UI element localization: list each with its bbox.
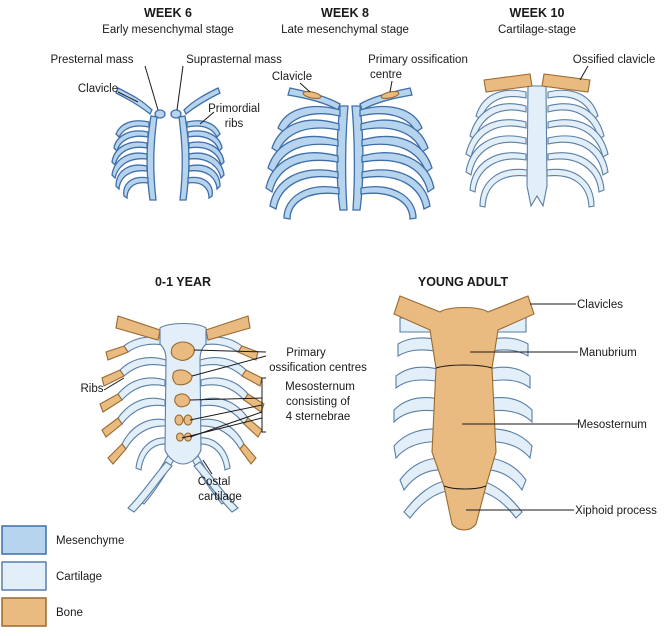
mesosternum-label-line3: 4 sternebrae	[286, 411, 351, 423]
legend-cartilage-label: Cartilage	[56, 571, 102, 583]
legend-bone-label: Bone	[56, 607, 83, 619]
legend: Mesenchyme Cartilage Bone	[1, 525, 124, 627]
costal-cartilage-label-line2: cartilage	[198, 491, 241, 503]
year01-title: 0-1 YEAR	[155, 275, 211, 289]
ossified-clavicle-label: Ossified clavicle	[573, 54, 655, 66]
ribs-label: Ribs	[80, 383, 103, 395]
legend-cartilage-swatch	[1, 561, 47, 591]
xiphoid-process-label: Xiphoid process	[575, 505, 657, 517]
week6-clavicle-label: Clavicle	[78, 83, 118, 95]
mesosternum-label-line2: consisting of	[286, 396, 351, 408]
week6-title: WEEK 6	[144, 6, 192, 20]
adult-ribcage	[393, 295, 535, 531]
year01-panel: 0-1 YEAR	[80, 275, 367, 513]
costal-cartilage-label: Costal	[198, 476, 231, 488]
primary-ossification-centres-label-line2: ossification centres	[269, 362, 367, 374]
week8-ossification-label-line2: centre	[370, 69, 402, 81]
legend-mesenchyme-label: Mesenchyme	[56, 535, 124, 547]
week8-ossification-label: Primary ossification	[368, 54, 468, 66]
week6-subtitle: Early mesenchymal stage	[102, 24, 234, 36]
week6-panel: WEEK 6 Early mesenchymal stage	[50, 6, 282, 201]
clavicles-label: Clavicles	[577, 299, 623, 311]
legend-mesenchyme-swatch	[1, 525, 47, 555]
primordial-ribs-label-line2: ribs	[225, 118, 244, 130]
week10-subtitle: Cartilage-stage	[498, 24, 576, 36]
week6-ribcage	[111, 87, 225, 201]
week8-panel: WEEK 8 Late mesenchymal stage	[265, 6, 468, 220]
week10-title: WEEK 10	[510, 6, 565, 20]
presternal-mass-label: Presternal mass	[50, 54, 133, 66]
week8-title: WEEK 8	[321, 6, 369, 20]
mesosternum-adult-label: Mesosternum	[577, 419, 647, 431]
week10-panel: WEEK 10 Cartilage-stage Ossified clavicl…	[465, 6, 655, 208]
week8-ribcage	[265, 87, 435, 220]
primary-ossification-centres-label: Primary	[286, 347, 326, 359]
primordial-ribs-label: Primordial	[208, 103, 260, 115]
year01-ribcage	[99, 315, 265, 513]
mesosternum-label: Mesosternum	[285, 381, 355, 393]
week10-ribcage	[465, 73, 609, 208]
week8-clavicle-label: Clavicle	[272, 71, 312, 83]
manubrium-label: Manubrium	[579, 347, 637, 359]
suprasternal-mass-label: Suprasternal mass	[186, 54, 282, 66]
legend-bone-swatch	[1, 597, 47, 627]
adult-title: YOUNG ADULT	[418, 275, 509, 289]
adult-panel: YOUNG ADULT Clavicles Manubrium	[393, 275, 657, 531]
week8-subtitle: Late mesenchymal stage	[281, 24, 409, 36]
